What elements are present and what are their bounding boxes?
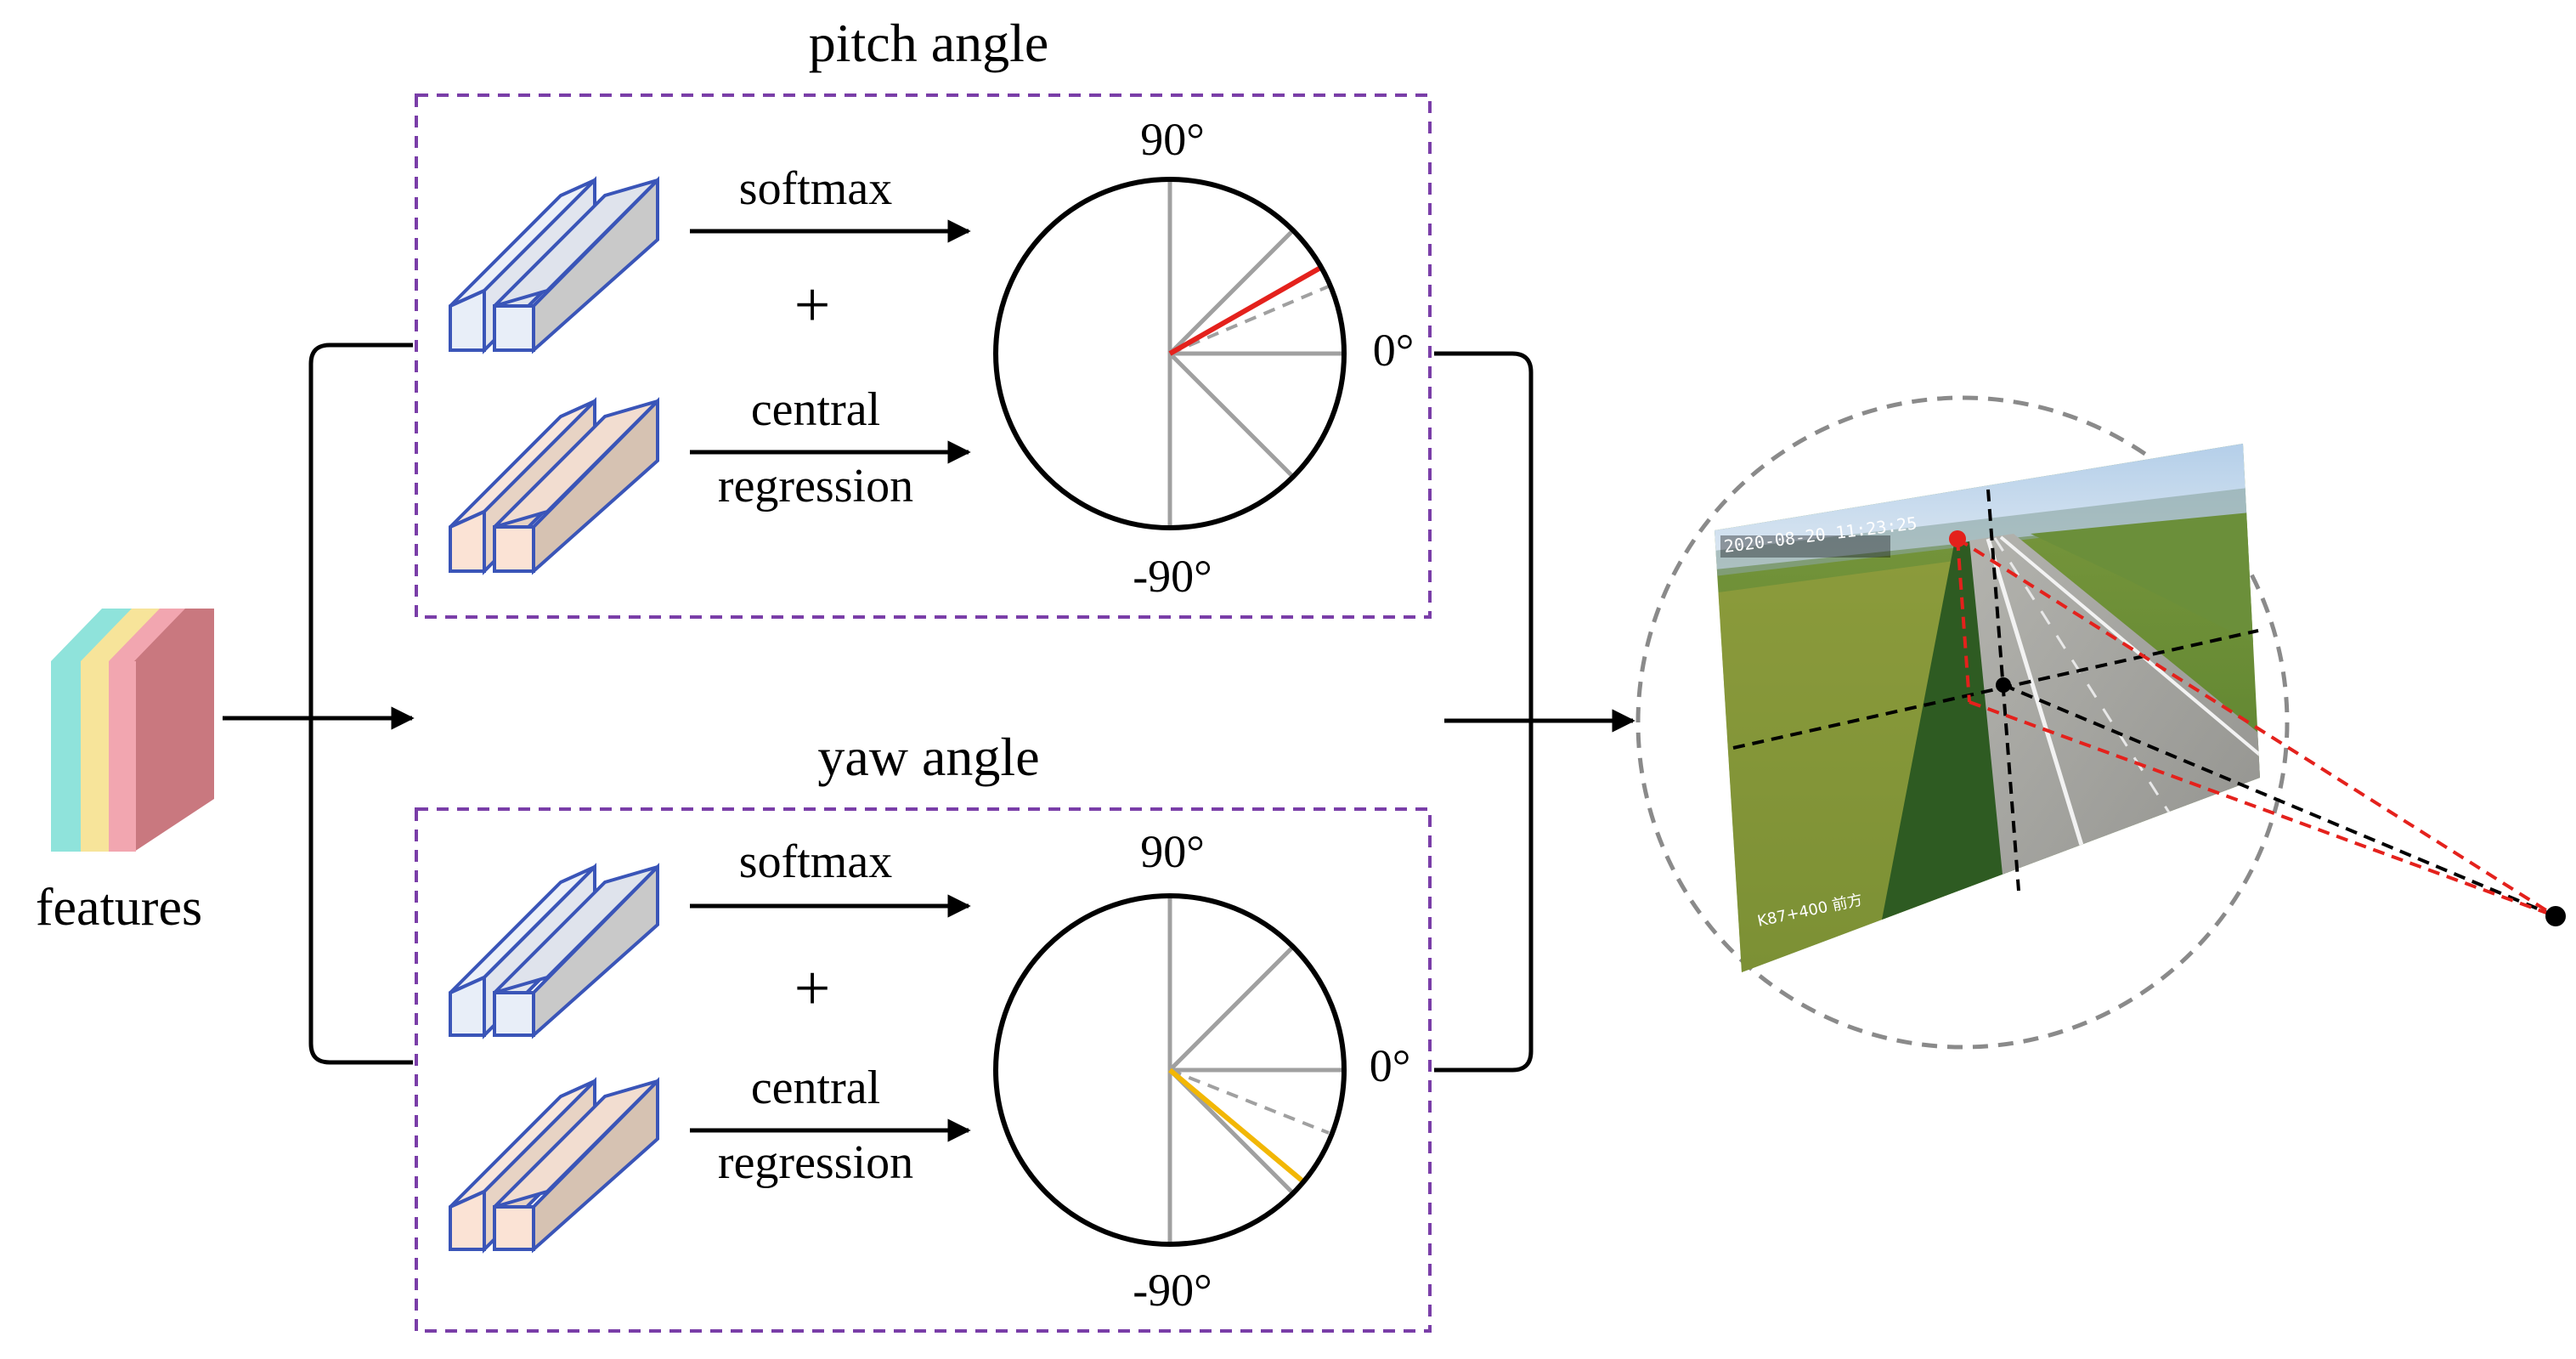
yaw-softmax-label: softmax bbox=[739, 835, 892, 888]
pitch-bin-block-softmax bbox=[449, 176, 659, 354]
pitch-deg-0: 0° bbox=[1373, 325, 1415, 376]
pitch-plus: + bbox=[794, 269, 831, 341]
pitch-central-label: central bbox=[751, 383, 880, 436]
pitch-softmax-label: softmax bbox=[739, 162, 892, 215]
yaw-angle-dial bbox=[993, 893, 1347, 1247]
yaw-predicted-line bbox=[1168, 1067, 1307, 1186]
pitch-deg-90: 90° bbox=[1140, 114, 1205, 165]
pitch-title: pitch angle bbox=[809, 13, 1049, 73]
features-label: features bbox=[36, 879, 202, 937]
pitch-bin-block-regression bbox=[449, 397, 659, 575]
yaw-central-label: central bbox=[751, 1062, 880, 1114]
vanishing-point-marker bbox=[1949, 530, 1966, 547]
yaw-frame bbox=[415, 807, 1432, 1333]
yaw-bin-block-softmax bbox=[449, 863, 659, 1039]
merge-bracket bbox=[1434, 351, 1534, 1073]
view-sphere bbox=[1635, 395, 2290, 1050]
pitch-deg-minus90: -90° bbox=[1133, 551, 1212, 602]
pitch-regression-label: regression bbox=[718, 460, 913, 512]
pitch-frame bbox=[415, 93, 1432, 619]
features-block bbox=[51, 609, 214, 852]
yaw-regression-label: regression bbox=[718, 1136, 913, 1189]
yaw-plus: + bbox=[794, 953, 831, 1024]
camera-photo: 2020-08-20 11:23:25 K87+400 前方 bbox=[1715, 444, 2260, 972]
pitch-predicted-line bbox=[1168, 264, 1324, 356]
yaw-title: yaw angle bbox=[817, 727, 1039, 787]
pitch-angle-dial bbox=[993, 177, 1347, 530]
yaw-bin-block-regression bbox=[449, 1077, 659, 1254]
yaw-deg-minus90: -90° bbox=[1133, 1265, 1212, 1316]
camera-center-marker bbox=[2545, 906, 2566, 926]
image-center-marker bbox=[1996, 677, 2011, 693]
split-bracket bbox=[308, 343, 413, 1065]
yaw-deg-90: 90° bbox=[1140, 826, 1205, 877]
yaw-deg-0: 0° bbox=[1370, 1040, 1411, 1091]
